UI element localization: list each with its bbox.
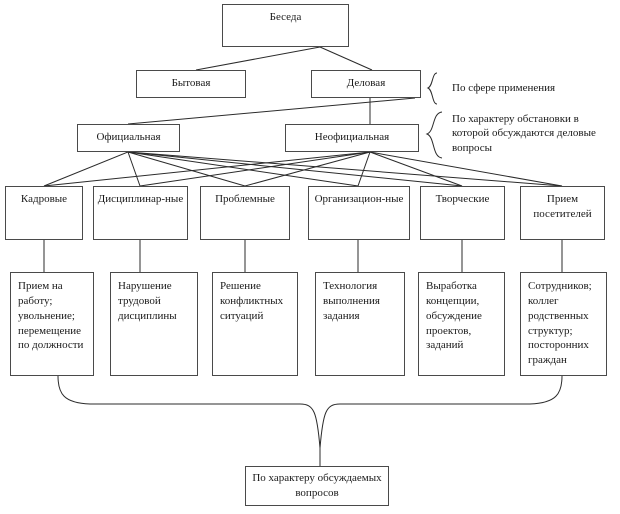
edge-off-tvorcheskie (127, 151, 463, 187)
node-tvorcheskie-label: Творческие (435, 193, 490, 205)
node-detail-problemnye-label: Решение конфликтных ситуаций (220, 280, 284, 322)
node-disciplinarnye-label: Дисциплинар-ные (97, 193, 184, 205)
node-detail-tvorcheskie[interactable]: Выработка концепции, обсуждение проектов… (418, 272, 505, 376)
node-priem-posetiteley[interactable]: Прием посетителей (520, 186, 605, 240)
node-beseda[interactable]: Беседа (222, 4, 349, 47)
brace-sphere-of-application (426, 72, 438, 105)
edge-neoff-disciplinarnye (139, 151, 371, 187)
edge-delovaya-officialnaya (127, 97, 416, 125)
node-detail-priem[interactable]: Сотрудников; коллег родственных структур… (520, 272, 607, 376)
edge-neoff-tvorcheskie (369, 151, 463, 187)
node-bytovaya[interactable]: Бытовая (136, 70, 246, 98)
edge-neoff-organizacionnye (357, 151, 371, 187)
node-footer-nature-of-questions[interactable]: По характеру обсуждаемых вопросов (245, 466, 389, 506)
edge-off-organizacionnye (127, 151, 359, 187)
node-problemnye-label: Проблемные (215, 193, 275, 205)
node-detail-disciplinarnye-label: Нарушение трудовой дисциплины (118, 280, 177, 322)
node-officialnaya-label: Официальная (96, 131, 161, 143)
node-detail-tvorcheskie-label: Выработка концепции, обсуждение проектов… (426, 280, 482, 352)
node-neofficialnaya-label: Неофициальная (314, 131, 390, 143)
node-kadrovye[interactable]: Кадровые (5, 186, 83, 240)
annotation-sphere-label: По сфере применения (452, 82, 556, 94)
node-disciplinarnye[interactable]: Дисциплинар-ные (93, 186, 188, 240)
node-detail-priem-label: Сотрудников; коллег родственных структур… (528, 280, 592, 367)
edge-neoff-priem (369, 151, 563, 187)
node-footer-label: По характеру обсуждаемых вопросов (252, 472, 382, 499)
node-organizacionnye[interactable]: Организацион-ные (308, 186, 410, 240)
annotation-nature-of-setting: По характеру обстановки в которой обсужд… (452, 112, 612, 155)
node-detail-kadrovye-label: Прием на работу; увольнение; перемещение… (18, 280, 84, 352)
node-delovaya[interactable]: Деловая (311, 70, 421, 98)
edge-neoff-kadrovye (43, 151, 371, 187)
node-tvorcheskie[interactable]: Творческие (420, 186, 505, 240)
edge-neoff-problemnye (244, 151, 371, 187)
node-problemnye[interactable]: Проблемные (200, 186, 290, 240)
edge-off-problemnye (127, 151, 246, 187)
brace-nature-of-setting (425, 111, 443, 159)
node-detail-problemnye[interactable]: Решение конфликтных ситуаций (212, 272, 298, 376)
node-officialnaya[interactable]: Официальная (77, 124, 180, 152)
edge-beseda-bytovaya (195, 46, 321, 71)
node-kadrovye-label: Кадровые (20, 193, 68, 205)
node-organizacionnye-label: Организацион-ные (314, 193, 404, 205)
node-priem-posetiteley-label: Прием посетителей (533, 193, 592, 220)
node-detail-kadrovye[interactable]: Прием на работу; увольнение; перемещение… (10, 272, 94, 376)
edge-beseda-delovaya (319, 46, 373, 71)
node-detail-disciplinarnye[interactable]: Нарушение трудовой дисциплины (110, 272, 198, 376)
node-neofficialnaya[interactable]: Неофициальная (285, 124, 419, 152)
node-bytovaya-label: Бытовая (171, 77, 211, 89)
annotation-sphere-of-application: По сфере применения (452, 81, 617, 95)
node-delovaya-label: Деловая (346, 77, 386, 89)
node-beseda-label: Беседа (269, 11, 302, 23)
edge-off-kadrovye (43, 151, 129, 187)
brace-nature-of-questions (57, 375, 563, 449)
node-detail-organizacionnye-label: Технология выполнения задания (323, 280, 380, 322)
edge-off-disciplinarnye (127, 151, 141, 187)
edge-off-priem (127, 151, 563, 187)
node-detail-organizacionnye[interactable]: Технология выполнения задания (315, 272, 405, 376)
annotation-setting-label: По характеру обстановки в которой обсужд… (452, 113, 596, 154)
